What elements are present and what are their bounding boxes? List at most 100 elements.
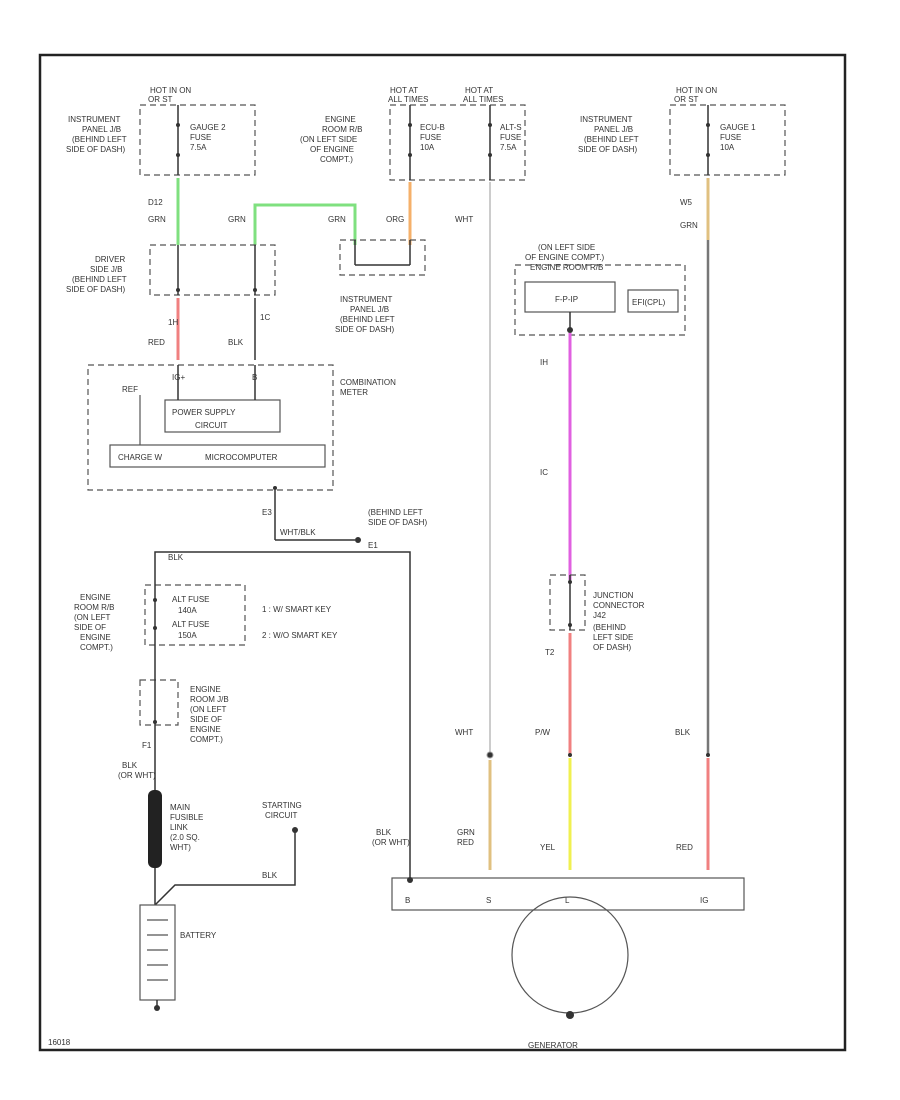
instrument-panel-jb-mid: INSTRUMENT PANEL J/B (BEHIND LEFT SIDE O…	[335, 239, 426, 334]
svg-text:COMPT.): COMPT.)	[320, 155, 353, 164]
svg-text:GAUGE 2: GAUGE 2	[190, 123, 226, 132]
svg-text:ENGINE: ENGINE	[190, 725, 221, 734]
svg-text:IH: IH	[540, 358, 548, 367]
svg-text:(2.0 SQ.: (2.0 SQ.	[170, 833, 200, 842]
svg-text:REF: REF	[122, 385, 138, 394]
svg-text:ALT FUSE: ALT FUSE	[172, 620, 210, 629]
svg-text:SIDE OF DASH): SIDE OF DASH)	[66, 285, 125, 294]
svg-text:(ON LEFT: (ON LEFT	[74, 613, 111, 622]
svg-text:GRN: GRN	[328, 215, 346, 224]
svg-text:(BEHIND LEFT: (BEHIND LEFT	[72, 275, 127, 284]
svg-text:10A: 10A	[720, 143, 735, 152]
svg-text:(OR WHT): (OR WHT)	[372, 838, 410, 847]
junction-connector-j42: JUNCTION CONNECTOR J42 (BEHIND LEFT SIDE…	[549, 574, 645, 652]
svg-text:GRN: GRN	[457, 828, 475, 837]
svg-text:FUSE: FUSE	[500, 133, 521, 142]
svg-text:INSTRUMENT: INSTRUMENT	[68, 115, 121, 124]
svg-text:BLK: BLK	[122, 761, 138, 770]
svg-text:WHT: WHT	[455, 215, 473, 224]
svg-text:EFI(CPL): EFI(CPL)	[632, 298, 666, 307]
svg-text:WHT: WHT	[455, 728, 473, 737]
svg-text:SIDE OF: SIDE OF	[74, 623, 106, 632]
svg-text:IC: IC	[540, 468, 548, 477]
svg-text:WHT): WHT)	[170, 843, 191, 852]
svg-text:IG: IG	[700, 896, 708, 905]
svg-text:7.5A: 7.5A	[500, 143, 517, 152]
gauge1-fuse-block: HOT IN ON OR ST INSTRUMENT PANEL J/B (BE…	[578, 86, 786, 176]
main-fusible-link: MAIN FUSIBLE LINK (2.0 SQ. WHT)	[148, 790, 203, 868]
svg-text:SIDE OF DASH): SIDE OF DASH)	[578, 145, 637, 154]
svg-text:ALT FUSE: ALT FUSE	[172, 595, 210, 604]
svg-text:FUSE: FUSE	[420, 133, 441, 142]
wire-black-starting	[154, 830, 296, 906]
svg-text:OR ST: OR ST	[674, 95, 699, 104]
svg-text:(OR WHT): (OR WHT)	[118, 771, 156, 780]
svg-text:1H: 1H	[168, 318, 178, 327]
svg-text:COMPT.): COMPT.)	[190, 735, 223, 744]
svg-text:METER: METER	[340, 388, 368, 397]
svg-text:GRN: GRN	[148, 215, 166, 224]
svg-text:(ON LEFT SIDE: (ON LEFT SIDE	[300, 135, 357, 144]
svg-text:ALL TIMES: ALL TIMES	[463, 95, 503, 104]
svg-text:ALT-S: ALT-S	[500, 123, 522, 132]
svg-text:B: B	[405, 896, 410, 905]
svg-text:1C: 1C	[260, 313, 270, 322]
svg-text:ALL TIMES: ALL TIMES	[388, 95, 428, 104]
svg-text:BLK: BLK	[675, 728, 691, 737]
svg-text:E3: E3	[262, 508, 272, 517]
svg-text:ROOM R/B: ROOM R/B	[74, 603, 114, 612]
svg-text:(BEHIND LEFT: (BEHIND LEFT	[368, 508, 423, 517]
svg-text:(BEHIND: (BEHIND	[593, 623, 626, 632]
svg-text:L: L	[565, 896, 570, 905]
svg-text:STARTING: STARTING	[262, 801, 302, 810]
svg-text:CIRCUIT: CIRCUIT	[265, 811, 298, 820]
generator: B S L IG GENERATOR	[391, 877, 745, 1050]
svg-text:D12: D12	[148, 198, 163, 207]
svg-text:BLK: BLK	[376, 828, 392, 837]
wire-black-bus	[154, 551, 411, 880]
svg-text:OR ST: OR ST	[148, 95, 173, 104]
svg-text:HOT IN ON: HOT IN ON	[676, 86, 717, 95]
svg-text:T2: T2	[545, 648, 555, 657]
alt-fuse-block: ENGINE ROOM R/B (ON LEFT SIDE OF ENGINE …	[74, 580, 246, 652]
svg-text:LINK: LINK	[170, 823, 188, 832]
svg-text:HOT IN ON: HOT IN ON	[150, 86, 191, 95]
svg-text:HOT AT: HOT AT	[390, 86, 418, 95]
svg-text:SIDE J/B: SIDE J/B	[90, 265, 122, 274]
svg-text:P/W: P/W	[535, 728, 551, 737]
svg-text:GRN: GRN	[680, 221, 698, 230]
wire-green-loop	[253, 203, 357, 245]
svg-text:(BEHIND LEFT: (BEHIND LEFT	[340, 315, 395, 324]
svg-text:RED: RED	[457, 838, 474, 847]
svg-text:FUSE: FUSE	[720, 133, 741, 142]
svg-text:JUNCTION: JUNCTION	[593, 591, 634, 600]
svg-text:(BEHIND LEFT: (BEHIND LEFT	[72, 135, 127, 144]
svg-text:OF ENGINE: OF ENGINE	[310, 145, 354, 154]
ecu-b-alt-s-fuse-block: HOT AT ALL TIMES HOT AT ALL TIMES ENGINE…	[300, 86, 526, 181]
svg-text:F-P-IP: F-P-IP	[555, 295, 578, 304]
svg-text:BLK: BLK	[262, 871, 278, 880]
svg-text:BATTERY: BATTERY	[180, 931, 217, 940]
svg-text:2 : W/O SMART KEY: 2 : W/O SMART KEY	[262, 631, 338, 640]
svg-text:(ON LEFT SIDE: (ON LEFT SIDE	[538, 243, 595, 252]
battery: BATTERY	[139, 904, 217, 1011]
svg-text:RED: RED	[676, 843, 693, 852]
svg-text:RED: RED	[148, 338, 165, 347]
svg-text:COMPT.): COMPT.)	[80, 643, 113, 652]
svg-text:ROOM J/B: ROOM J/B	[190, 695, 229, 704]
svg-text:CIRCUIT: CIRCUIT	[195, 421, 228, 430]
svg-text:COMBINATION: COMBINATION	[340, 378, 396, 387]
gauge2-fuse-block: HOT IN ON OR ST INSTRUMENT PANEL J/B (BE…	[66, 86, 256, 176]
svg-text:MICROCOMPUTER: MICROCOMPUTER	[205, 453, 278, 462]
svg-text:1 : W/ SMART KEY: 1 : W/ SMART KEY	[262, 605, 332, 614]
svg-text:BLK: BLK	[168, 553, 184, 562]
svg-text:GENERATOR: GENERATOR	[528, 1041, 578, 1050]
svg-text:ENGINE ROOM R/B: ENGINE ROOM R/B	[530, 263, 603, 272]
svg-text:140A: 140A	[178, 606, 197, 615]
svg-text:ENGINE: ENGINE	[80, 633, 111, 642]
svg-text:SIDE OF DASH): SIDE OF DASH)	[66, 145, 125, 154]
svg-text:BLK: BLK	[228, 338, 244, 347]
engine-room-jb: ENGINE ROOM J/B (ON LEFT SIDE OF ENGINE …	[139, 645, 229, 790]
svg-text:ENGINE: ENGINE	[325, 115, 356, 124]
